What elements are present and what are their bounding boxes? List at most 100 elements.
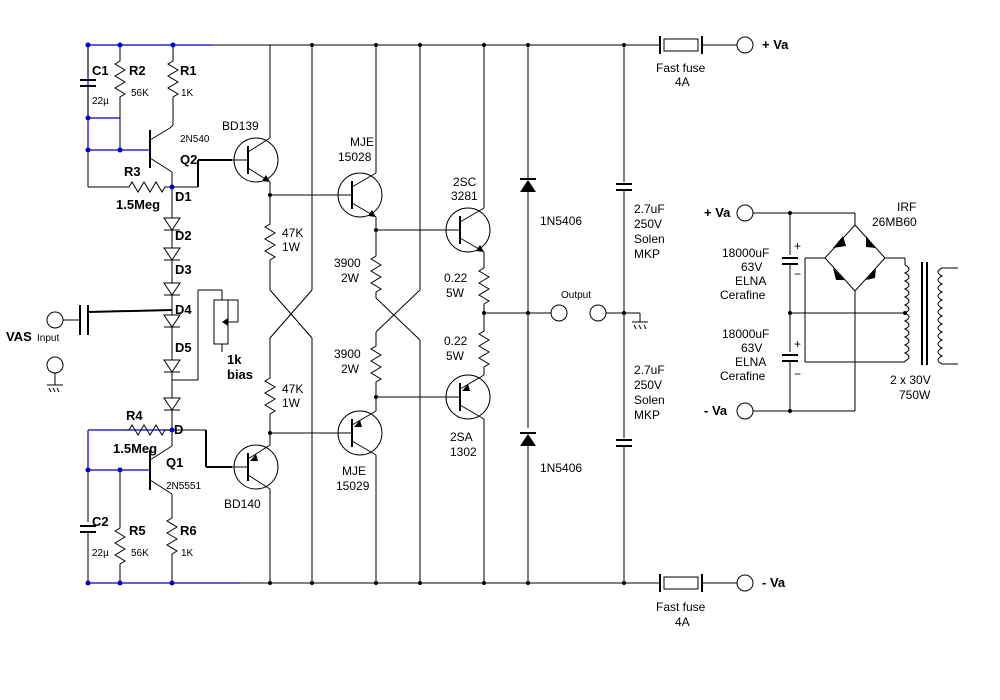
- diode-top-label: 1N5406: [540, 214, 582, 228]
- trafo-label-2: 750W: [899, 388, 931, 402]
- psu-c1-1: 18000uF: [722, 246, 769, 260]
- psu-c1-plus: +: [794, 239, 801, 253]
- cap-bot-4: MKP: [634, 408, 660, 422]
- psu-c1-3: ELNA: [735, 274, 766, 288]
- q2-type: 2N540: [180, 134, 210, 145]
- psu-c2-minus: −: [794, 367, 801, 381]
- r47k-b-label: 47K: [282, 382, 303, 396]
- psu-minus-terminal[interactable]: [736, 402, 754, 420]
- rail-capacitors: [616, 43, 632, 585]
- r5-label: R5: [129, 523, 146, 538]
- mje-top-1: MJE: [350, 135, 374, 149]
- r3-value: 1.5Meg: [116, 197, 160, 212]
- psu-pos-label: + Va: [704, 205, 731, 220]
- r2-label: R2: [129, 63, 146, 78]
- bd140-transistor: [232, 444, 279, 583]
- r1-value: 1K: [181, 88, 194, 99]
- r5-value: 56K: [131, 548, 149, 559]
- fuse-bot-label-2: 4A: [675, 615, 690, 629]
- sa-label-1: 2SA: [450, 430, 473, 444]
- psu-c2-2: 63V: [741, 341, 762, 355]
- d4-label: D4: [175, 302, 192, 317]
- cap-top-1: 2.7uF: [634, 202, 665, 216]
- r022-a-watt: 5W: [446, 286, 465, 300]
- mje-bot-2: 15029: [336, 479, 370, 493]
- input-terminal[interactable]: [46, 311, 64, 329]
- vas-input-label: VAS: [6, 329, 32, 344]
- mje-top-2: 15028: [338, 150, 372, 164]
- bias-label-1: 1k: [227, 352, 242, 367]
- c2-value: 22µ: [92, 548, 109, 559]
- psu-c2-4: Cerafine: [720, 369, 766, 383]
- c1-value: 22µ: [92, 96, 109, 107]
- output-terminal-right[interactable]: [589, 304, 607, 322]
- psu-c2-1: 18000uF: [722, 327, 769, 341]
- r3900-b-label: 3900: [334, 347, 361, 361]
- q2-label: Q2: [180, 152, 197, 167]
- mje-bot-1: MJE: [342, 464, 366, 478]
- psu-plus-terminal[interactable]: [736, 204, 754, 222]
- cap-top-2: 250V: [634, 217, 662, 231]
- r022-a-label: 0.22: [444, 271, 468, 285]
- output-terminal-left[interactable]: [550, 304, 568, 322]
- r022-b-label: 0.22: [444, 334, 468, 348]
- fuse-top-label-2: 4A: [675, 75, 690, 89]
- sc-label-2: 3281: [451, 189, 478, 203]
- bias-label-2: bias: [227, 367, 253, 382]
- r47k-a-label: 47K: [282, 226, 303, 240]
- fuse-bot-label-1: Fast fuse: [656, 600, 706, 614]
- q1-type: 2N5551: [166, 481, 201, 492]
- cap-bot-3: Solen: [634, 393, 665, 407]
- emitter-resistors-3900: [370, 43, 440, 585]
- rail-pos-label: + Va: [762, 37, 789, 52]
- r3900-a-watt: 2W: [341, 271, 360, 285]
- rail-neg-label: - Va: [762, 575, 786, 590]
- terminal-minus-va[interactable]: [736, 574, 754, 592]
- r022-b-watt: 5W: [446, 349, 465, 363]
- psu-c1-minus: −: [794, 267, 801, 281]
- r1-label: R1: [180, 63, 197, 78]
- fuse-bottom: [659, 574, 754, 592]
- power-supply: [736, 204, 958, 420]
- cap-bot-1: 2.7uF: [634, 363, 665, 377]
- d2-label: D2: [175, 228, 192, 243]
- mje15028-transistor: [312, 45, 383, 250]
- c2-label: C2: [92, 514, 109, 529]
- psu-c1-2: 63V: [741, 260, 762, 274]
- terminal-plus-va[interactable]: [736, 36, 754, 54]
- r3900-a-label: 3900: [334, 256, 361, 270]
- output-label: Output: [561, 290, 591, 301]
- vas-top: [80, 42, 232, 193]
- r4-label: R4: [126, 408, 143, 423]
- cap-bot-2: 250V: [634, 378, 662, 392]
- vas-input: [46, 305, 173, 393]
- r3-label: R3: [124, 164, 141, 179]
- r2-value: 56K: [131, 88, 149, 99]
- r6-label: R6: [180, 523, 197, 538]
- vas-bottom: [80, 424, 232, 586]
- bridge-label-1: IRF: [897, 200, 916, 214]
- sc-label-1: 2SC: [453, 175, 477, 189]
- mje15029-transistor: [337, 410, 383, 583]
- r47k-b-watt: 1W: [282, 396, 301, 410]
- bridge-label-2: 26MB60: [872, 215, 917, 229]
- fuse-top-label-1: Fast fuse: [656, 61, 706, 75]
- bd139-label: BD139: [222, 119, 259, 133]
- psu-c2-3: ELNA: [735, 355, 766, 369]
- diode-bot-label: 1N5406: [540, 461, 582, 475]
- sa-label-2: 1302: [450, 445, 477, 459]
- r4-value: 1.5Meg: [113, 441, 157, 456]
- 2sa1302-transistor: [440, 43, 491, 585]
- psu-c1-4: Cerafine: [720, 288, 766, 302]
- output-node: [482, 304, 648, 330]
- r6-value: 1K: [181, 548, 194, 559]
- r47k-a-watt: 1W: [282, 240, 301, 254]
- c1-label: C1: [92, 63, 109, 78]
- diode-string: [163, 187, 239, 430]
- q1-label: Q1: [166, 455, 183, 470]
- bd140-label: BD140: [224, 497, 261, 511]
- trafo-label-1: 2 x 30V: [890, 373, 931, 387]
- cap-top-4: MKP: [634, 247, 660, 261]
- vas-input-small-label: Input: [37, 333, 59, 344]
